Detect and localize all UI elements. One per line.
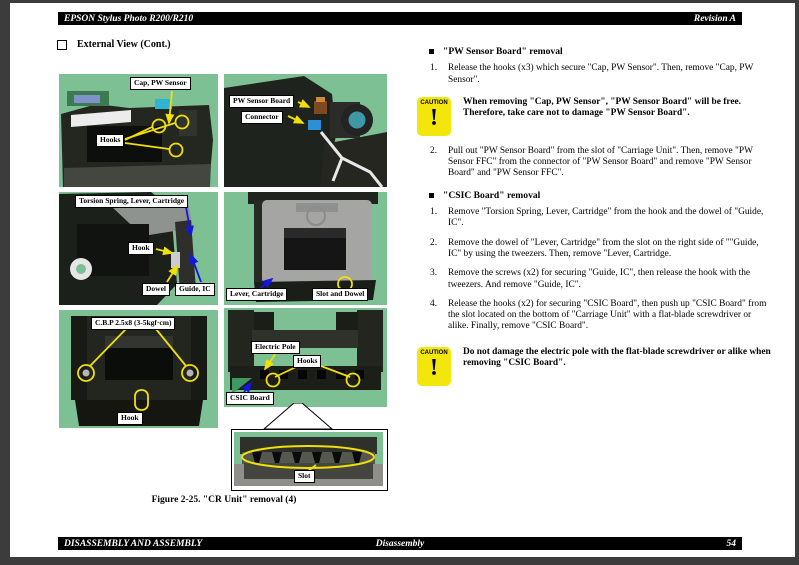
photo-label-guide-ic: Guide, IC <box>175 283 215 296</box>
open-square-bullet-icon <box>57 39 67 50</box>
photo-illustration <box>224 74 387 187</box>
step-item: 4. Release the hooks (x2) for securing "… <box>430 298 767 332</box>
photo-torsion-spring: Torsion Spring, Lever, Cartridge Hook Do… <box>59 192 218 305</box>
callout-wedge <box>262 403 334 430</box>
photo-label-pw-sensor-board: PW Sensor Board <box>229 95 295 108</box>
heading-pw-sensor-board-removal: "PW Sensor Board" removal <box>429 46 783 57</box>
section-title: External View (Cont.) <box>77 39 171 50</box>
photo-label-dowel: Dowel <box>142 283 170 296</box>
footer-section: Disassembly <box>375 538 425 549</box>
instructions-column: "PW Sensor Board" removal 1. Release the… <box>417 46 783 386</box>
caution-text: Do not damage the electric pole with the… <box>463 346 771 369</box>
caution-block: CAUTION ! Do not damage the electric pol… <box>417 346 783 386</box>
caution-icon: CAUTION ! <box>417 346 451 386</box>
photo-pw-sensor-board: PW Sensor Board Connector <box>224 74 387 187</box>
photo-screws-hook: C.B.P 2.5x8 (3-5kgf·cm) Hook <box>59 310 218 428</box>
step-item: 2. Pull out "PW Sensor Board" from the s… <box>430 145 753 179</box>
photo-label-slot: Slot <box>294 470 315 483</box>
caution-icon: CAUTION ! <box>417 96 451 136</box>
figure-caption: Figure 2-25. "CR Unit" removal (4) <box>151 495 297 505</box>
photo-lever-cartridge: Lever, Cartridge Slot and Dowel <box>224 192 387 305</box>
step-item: 2. Remove the dowel of "Lever, Cartridge… <box>430 237 759 259</box>
header-bar: EPSON Stylus Photo R200/R210 Revision A <box>58 12 742 25</box>
photo-label-csic-board: CSIC Board <box>226 392 274 405</box>
photo-cap-pw-sensor: Cap, PW Sensor Hooks <box>59 74 218 187</box>
footer-page-number: 54 <box>726 538 737 549</box>
photo-label-cap-pw-sensor: Cap, PW Sensor <box>130 77 191 90</box>
photo-illustration <box>224 308 387 407</box>
footer-bar: DISASSEMBLY AND ASSEMBLY Disassembly 54 <box>58 537 742 550</box>
header-revision: Revision A <box>693 13 736 24</box>
caution-text: When removing "Cap, PW Sensor", "PW Sens… <box>463 96 742 119</box>
footer-chapter: DISASSEMBLY AND ASSEMBLY <box>64 538 203 549</box>
photo-label-hook: Hook <box>128 242 154 255</box>
photo-label-hooks: Hooks <box>293 355 322 368</box>
photo-csic-board: Electric Pole Hooks CSIC Board <box>224 308 387 407</box>
photo-label-lever-cartridge: Lever, Cartridge <box>226 288 288 301</box>
photo-illustration <box>59 74 218 187</box>
square-bullet-icon <box>429 49 434 55</box>
photo-label-torsion-spring: Torsion Spring, Lever, Cartridge <box>75 195 189 208</box>
photo-label-slot-and-dowel: Slot and Dowel <box>312 288 369 301</box>
photo-inset-slot: Slot <box>231 429 388 491</box>
photo-label-hooks: Hooks <box>96 134 125 147</box>
photo-label-screw-spec: C.B.P 2.5x8 (3-5kgf·cm) <box>91 317 176 330</box>
photo-illustration <box>224 192 387 305</box>
photo-label-electric-pole: Electric Pole <box>251 341 300 354</box>
step-item: 1. Release the hooks (x3) which secure "… <box>430 63 754 85</box>
step-item: 1. Remove "Torsion Spring, Lever, Cartri… <box>430 207 764 229</box>
square-bullet-icon <box>429 192 434 198</box>
caution-block: CAUTION ! When removing "Cap, PW Sensor"… <box>417 96 783 136</box>
photo-label-hook: Hook <box>117 412 143 425</box>
header-product-title: EPSON Stylus Photo R200/R210 <box>64 13 194 24</box>
section-heading: External View (Cont.) <box>57 39 171 50</box>
photo-label-connector: Connector <box>241 111 283 124</box>
step-item: 3. Remove the screws (x2) for securing "… <box>430 268 751 290</box>
heading-csic-board-removal: "CSIC Board" removal <box>429 190 783 201</box>
